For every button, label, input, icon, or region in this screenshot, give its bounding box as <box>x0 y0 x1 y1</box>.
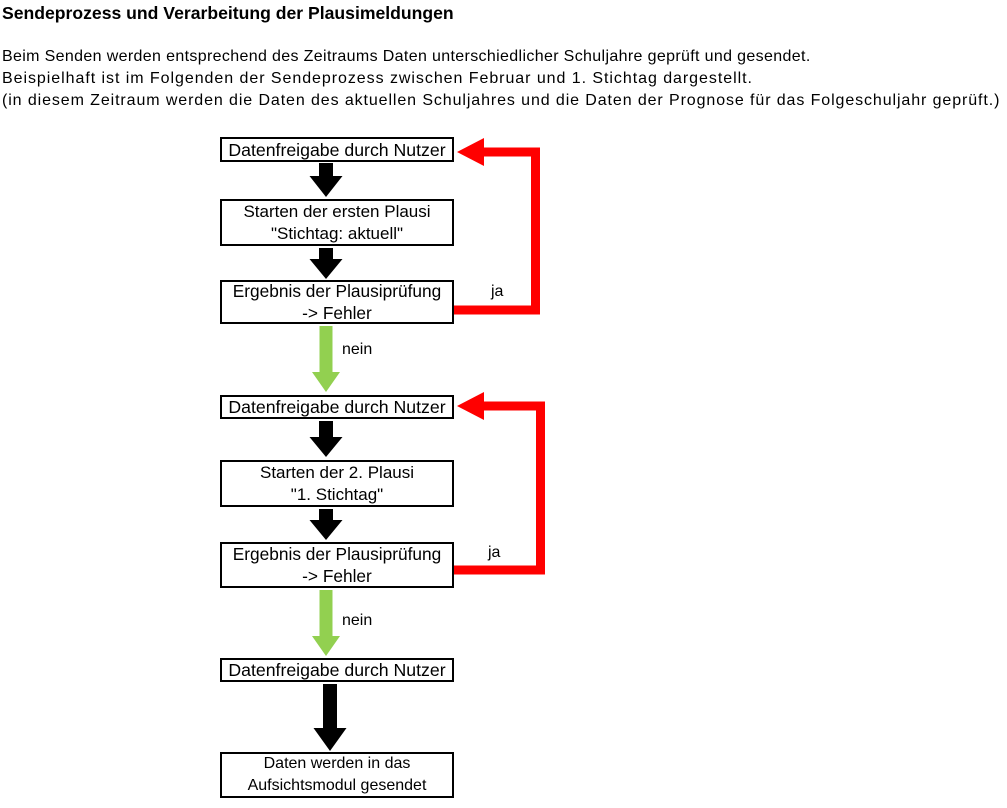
intro-paragraph: Beim Senden werden entsprechend des Zeit… <box>2 46 1000 112</box>
flow-box-senden: Daten werden in das Aufsichtsmodul gesen… <box>220 752 454 798</box>
box-label: Starten der 2. Plausi <box>259 462 415 482</box>
loop-ja-line-2 <box>454 401 545 575</box>
box-label: Ergebnis der Plausiprüfung <box>232 281 442 301</box>
flow-box-ergebnis-2: Ergebnis der Plausiprüfung -> Fehler <box>220 542 454 588</box>
box-label: Datenfreigabe durch Nutzer <box>228 139 446 160</box>
arrow-down-icon-1 <box>309 163 343 197</box>
box-label: "Stichtag: aktuell" <box>270 223 404 243</box>
box-label: Datenfreigabe durch Nutzer <box>228 660 446 680</box>
page-title: Sendeprozess und Verarbeitung der Plausi… <box>2 3 454 23</box>
arrow-down-icon-3 <box>309 421 343 457</box>
flow-box-erste-plausi: Starten der ersten Plausi "Stichtag: akt… <box>220 199 454 246</box>
flow-box-zweite-plausi: Starten der 2. Plausi "1. Stichtag" <box>220 460 454 507</box>
box-label: "1. Stichtag" <box>290 484 384 504</box>
arrow-down-icon-2 <box>309 248 343 279</box>
box-label: -> Fehler <box>302 566 372 586</box>
flow-box-datenfreigabe-2: Datenfreigabe durch Nutzer <box>220 395 454 419</box>
arrow-down-icon-4 <box>309 509 343 540</box>
arrow-left-ja-icon-2 <box>457 392 484 420</box>
arrow-down-icon-5 <box>313 684 347 751</box>
arrow-left-ja-icon-1 <box>457 138 484 166</box>
branch-label-nein-2: nein <box>342 612 373 629</box>
branch-label-ja-2: ja <box>488 544 501 561</box>
intro-line-1: Beim Senden werden entsprechend des Zeit… <box>2 48 811 65</box>
flow-box-datenfreigabe-1: Datenfreigabe durch Nutzer <box>220 137 454 162</box>
flow-box-datenfreigabe-3: Datenfreigabe durch Nutzer <box>220 658 454 682</box>
branch-label-ja-1: ja <box>491 283 504 300</box>
flow-box-ergebnis-1: Ergebnis der Plausiprüfung -> Fehler <box>220 280 454 324</box>
branch-label-nein-1: nein <box>342 341 373 358</box>
loop-ja-line-1 <box>454 147 540 315</box>
box-label: Aufsichtsmodul gesendet <box>247 777 427 794</box>
arrow-down-nein-icon-1 <box>312 326 340 392</box>
intro-line-3: (in diesem Zeitraum werden die Daten des… <box>2 92 1001 109</box>
arrow-down-nein-icon-2 <box>312 590 340 656</box>
box-label: Daten werden in das <box>263 755 411 772</box>
box-label: Datenfreigabe durch Nutzer <box>228 397 446 417</box>
box-label: Ergebnis der Plausiprüfung <box>232 544 442 564</box>
box-label: -> Fehler <box>302 303 372 323</box>
intro-line-2: Beispielhaft ist im Folgenden der Sendep… <box>2 70 753 87</box>
box-label: Starten der ersten Plausi <box>243 201 431 221</box>
